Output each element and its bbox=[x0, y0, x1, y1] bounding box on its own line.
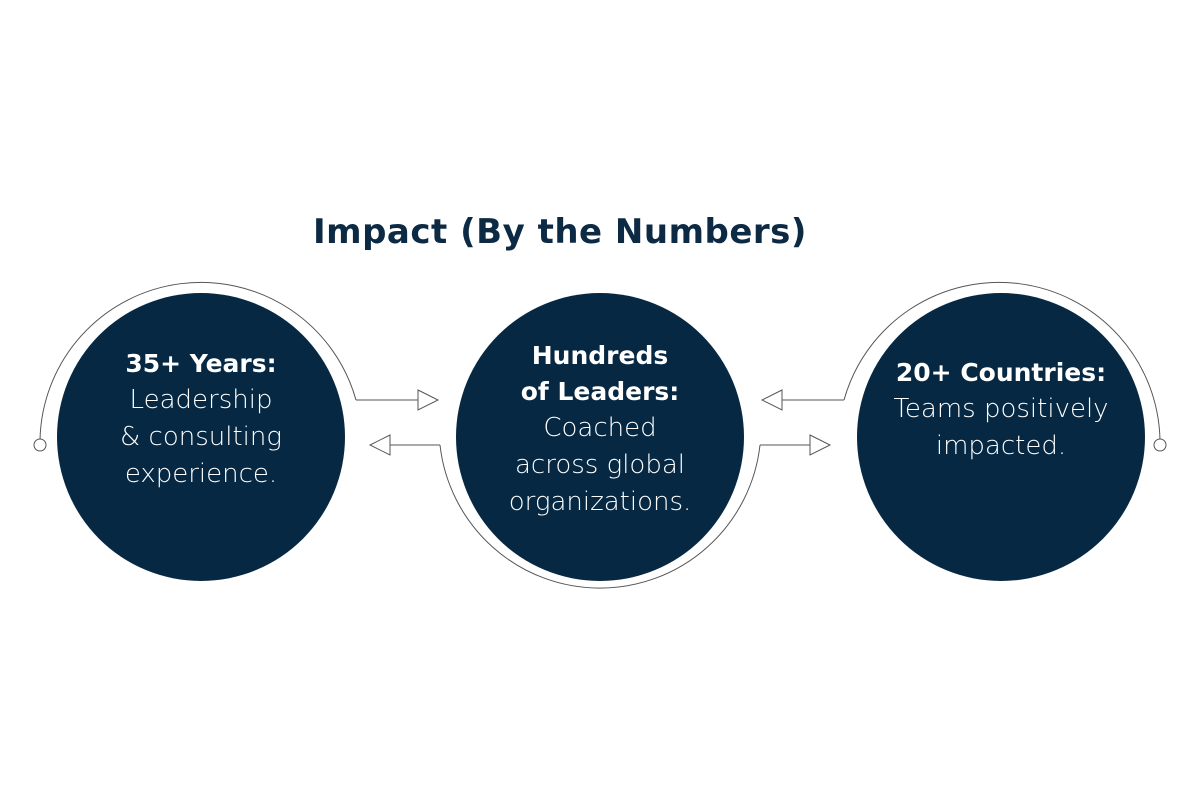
stat-text-line: Teams positively bbox=[893, 394, 1109, 424]
right-outer-arc bbox=[843, 281, 1161, 441]
page-title: Impact (By the Numbers) bbox=[313, 212, 807, 252]
stat-text-line: impacted. bbox=[935, 431, 1067, 461]
stat-text-line: across global bbox=[514, 449, 685, 480]
left-end-dot bbox=[33, 438, 47, 452]
arrow-right-icon bbox=[417, 389, 440, 411]
stat-circle-leaders: Hundreds of Leaders: Coached across glob… bbox=[456, 293, 744, 581]
middle-outer-arc bbox=[439, 444, 761, 589]
stat-heading: 20+ Countries: bbox=[895, 358, 1107, 387]
stat-text-line: & consulting bbox=[120, 421, 282, 452]
left-outer-arc bbox=[39, 281, 357, 441]
arrow-left-icon bbox=[760, 389, 783, 411]
stat-text-line: Coached bbox=[543, 412, 657, 443]
stat-heading: Hundreds bbox=[531, 340, 669, 370]
stat-text-line: Leadership bbox=[129, 384, 273, 415]
arrow-left-icon bbox=[368, 434, 391, 456]
stat-text-line: organizations. bbox=[508, 486, 692, 517]
stat-text-line: experience. bbox=[124, 458, 278, 489]
right-end-dot bbox=[1153, 438, 1167, 452]
stat-heading: of Leaders: bbox=[520, 376, 680, 406]
stat-circle-countries: 20+ Countries: Teams positively impacted… bbox=[857, 293, 1145, 581]
arrow-right-icon bbox=[809, 434, 832, 456]
stat-circle-years: 35+ Years: Leadership & consulting exper… bbox=[57, 293, 345, 581]
stat-heading: 35+ Years: bbox=[125, 348, 277, 378]
